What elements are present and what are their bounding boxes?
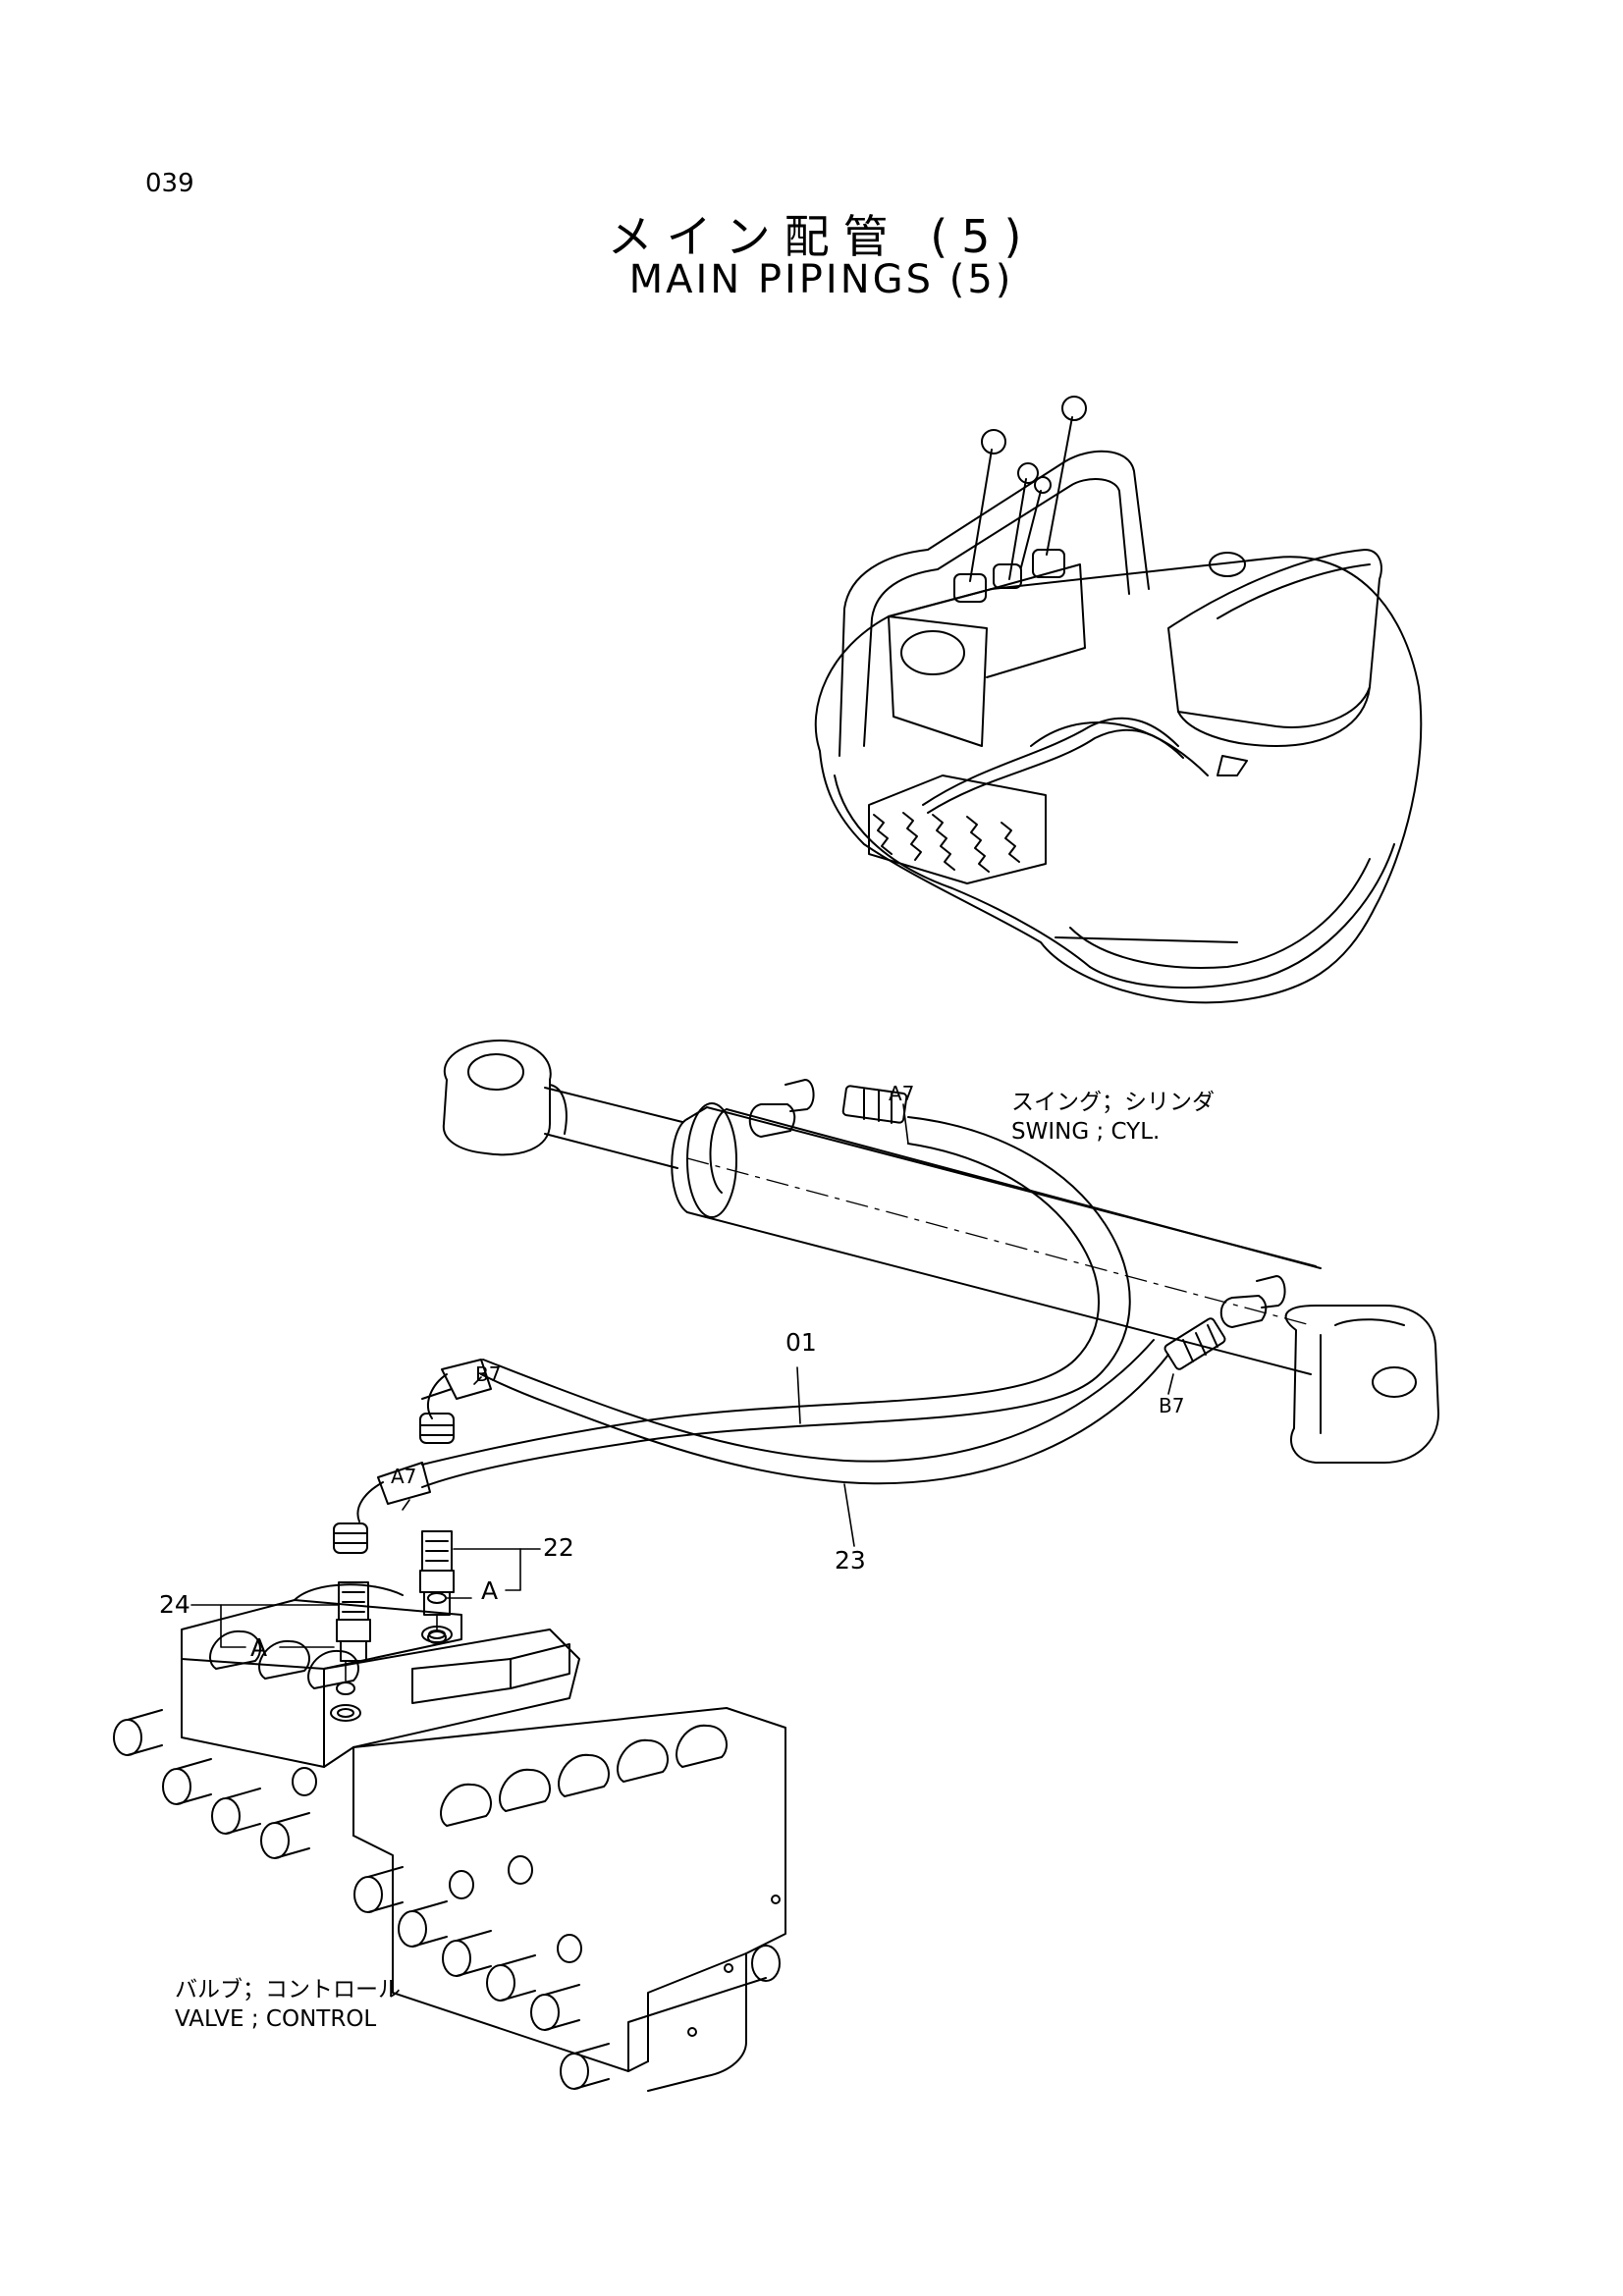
machine-overview-illustration <box>816 397 1421 1002</box>
detail-label-a-left: A <box>250 1633 268 1662</box>
leader-lines <box>191 1104 1173 1681</box>
page-number: 039 <box>145 169 194 198</box>
swing-cylinder-illustration <box>444 1041 1438 1463</box>
hose-23 <box>481 1355 1168 1483</box>
leader-24-a <box>221 1605 245 1647</box>
callout-24: 24 <box>159 1590 190 1619</box>
port-label-b7-cylinder: B7 <box>1159 1394 1185 1417</box>
swing-cylinder-label: スイング；シリンダ SWING ; CYL. <box>1011 1088 1215 1147</box>
leader-a7-cylinder <box>903 1104 908 1144</box>
page-title-japanese: メイン配管 (5) <box>607 210 1036 263</box>
swing-cylinder-label-en: SWING ; CYL. <box>1011 1119 1161 1145</box>
leader-23 <box>844 1484 854 1546</box>
callout-23: 23 <box>835 1546 866 1575</box>
control-valve-label-en: VALVE ; CONTROL <box>175 2006 377 2032</box>
callout-22: 22 <box>543 1533 574 1562</box>
detail-label-a-right: A <box>481 1576 499 1605</box>
port-label-a7-cylinder: A7 <box>889 1082 915 1105</box>
port-label-b7-valve: B7 <box>475 1362 502 1386</box>
hose-01 <box>422 1117 1130 1487</box>
valve-port-bosses <box>114 1710 780 2089</box>
leader-b7-cylinder <box>1168 1374 1173 1394</box>
leader-22-a <box>506 1549 520 1590</box>
control-valve-illustration <box>114 1584 785 2091</box>
leader-01 <box>797 1367 800 1423</box>
callout-01: 01 <box>785 1328 817 1357</box>
swing-cylinder-label-jp: スイング；シリンダ <box>1011 1090 1215 1115</box>
fittings <box>337 1531 454 1694</box>
control-valve-label: バルブ；コントロール VALVE ; CONTROL <box>175 1975 401 2034</box>
control-valve-label-jp: バルブ；コントロール <box>175 1977 401 2002</box>
port-label-a7-valve: A7 <box>391 1465 417 1488</box>
hose-assemblies <box>334 1117 1168 1553</box>
page-title-english: MAIN PIPINGS (5) <box>628 257 1014 302</box>
